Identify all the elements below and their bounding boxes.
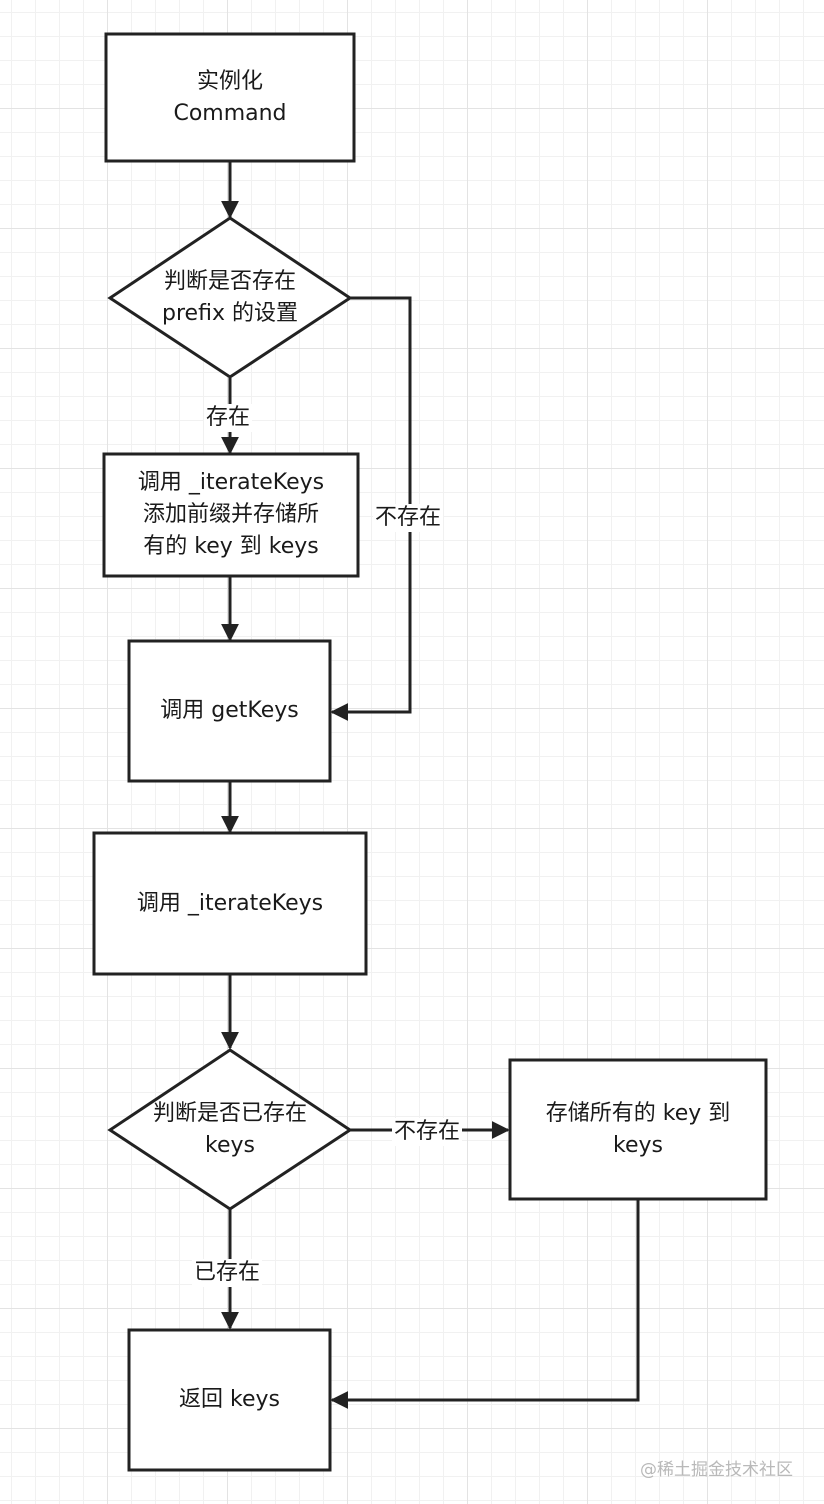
- node-check-prefix-label: 判断是否存在 prefix 的设置: [110, 218, 350, 377]
- node-check-keys-diamond: [107, 1048, 353, 1211]
- node-iterate-keys-box: [92, 831, 368, 976]
- node-check-prefix-diamond: [107, 216, 353, 379]
- node-instantiate-line-2: Command: [173, 100, 287, 126]
- edge-store-keys-to-return-keys: [330, 1200, 640, 1409]
- node-return-keys-box: [127, 1328, 332, 1472]
- node-return-keys-line-1: 返回 keys: [179, 1387, 280, 1412]
- node-iterate-prefix-line-2: 添加前缀并存储所: [142, 502, 319, 527]
- node-instantiate-line-1: 实例化: [196, 68, 263, 94]
- node-iterate-prefix-label: 调用 _iterateKeys 添加前缀并存储所 有的 key 到 keys: [104, 454, 358, 576]
- node-iterate-prefix-line-3: 有的 key 到 keys: [143, 534, 319, 559]
- node-store-keys-line-2: keys: [613, 1132, 663, 1158]
- node-return-keys-label: 返回 keys: [129, 1330, 330, 1470]
- node-check-keys-label: 判断是否已存在 keys: [110, 1050, 350, 1209]
- edge-label-prefix-exists: 存在: [204, 404, 253, 432]
- node-store-keys-line-1: 存储所有的 key 到: [545, 1100, 731, 1126]
- node-iterate-prefix-box: [102, 452, 360, 578]
- node-iterate-keys-line-1: 调用 _iterateKeys: [136, 890, 324, 916]
- node-check-keys-line-1: 判断是否已存在: [152, 1100, 307, 1126]
- node-check-keys-line-2: keys: [205, 1132, 255, 1158]
- node-check-prefix-line-1: 判断是否存在: [163, 268, 296, 294]
- node-iterate-prefix-line-1: 调用 _iterateKeys: [137, 470, 325, 495]
- node-iterate-keys-label: 调用 _iterateKeys: [94, 833, 366, 974]
- node-store-keys-box: [508, 1058, 768, 1201]
- node-instantiate-label: 实例化 Command: [106, 34, 354, 161]
- node-get-keys-line-1: 调用 getKeys: [160, 698, 299, 723]
- node-store-keys-label: 存储所有的 key 到 keys: [510, 1060, 766, 1199]
- node-check-prefix-line-2: prefix 的设置: [162, 300, 298, 326]
- edge-label-keys-not-exists: 不存在: [392, 1118, 463, 1146]
- edge-label-prefix-not-exists: 不存在: [373, 504, 444, 532]
- node-instantiate-box: [104, 32, 356, 163]
- node-get-keys-label: 调用 getKeys: [129, 641, 330, 781]
- edge-label-keys-exists: 已存在: [192, 1259, 263, 1287]
- node-get-keys-box: [127, 639, 332, 783]
- watermark-text: @稀土掘金技术社区: [640, 1460, 793, 1480]
